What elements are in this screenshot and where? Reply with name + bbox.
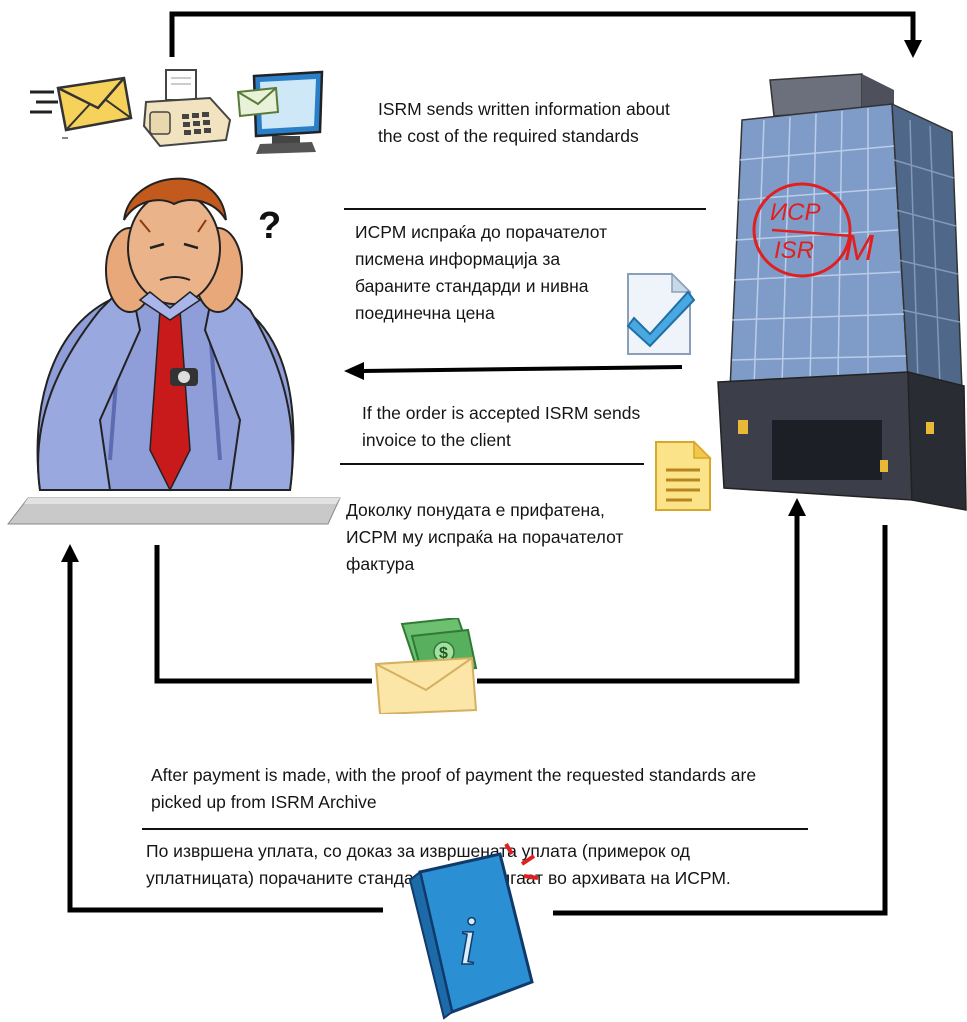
logo-top-text: ИСР: [770, 199, 821, 226]
payment-flow-line: [154, 545, 372, 684]
step3-divider: [142, 828, 808, 830]
request-arrowhead: [904, 40, 922, 58]
pickup-flow-line-2: [67, 560, 383, 913]
document-checkmark-icon: [626, 272, 696, 355]
dash-mark: [62, 137, 68, 139]
step1-divider: [344, 208, 706, 210]
money-envelope-icon: $: [374, 618, 478, 714]
envelope-icon: [30, 76, 133, 132]
isrm-building: ИСР ISR M: [717, 73, 967, 511]
payment-flow-line-2: [477, 512, 800, 684]
invoice-document-icon: [655, 440, 712, 511]
pickup-flow-line: [553, 525, 888, 916]
info-book-icon: i: [408, 842, 539, 1020]
request-flow-line: [169, 11, 916, 57]
step1-english-text: ISRM sends written information about the…: [378, 99, 670, 146]
question-mark: ?: [258, 205, 282, 247]
logo-m-text: M: [844, 227, 874, 268]
pickup-arrowhead: [61, 544, 79, 562]
step2-divider: [340, 463, 644, 465]
fax-icon: [142, 69, 232, 148]
payment-arrowhead: [788, 498, 806, 516]
info-flow-line: [361, 365, 683, 373]
info-arrowhead: [344, 362, 364, 380]
logo-bottom-text: ISR: [774, 237, 814, 264]
step3-english-text: After payment is made, with the proof of…: [151, 765, 757, 812]
worried-client-figure: [6, 177, 341, 525]
svg-text:$: $: [439, 645, 448, 662]
step2-macedonian-text: Доколку понудата е прифатена, ИСРМ му ис…: [346, 500, 624, 574]
step1-macedonian-text: ИСРМ испраќа до порачателот писмена инфо…: [355, 222, 608, 323]
computer-email-icon: [236, 70, 324, 154]
svg-text:i: i: [458, 903, 477, 980]
step2-english-text: If the order is accepted ISRM sends invo…: [362, 403, 641, 450]
